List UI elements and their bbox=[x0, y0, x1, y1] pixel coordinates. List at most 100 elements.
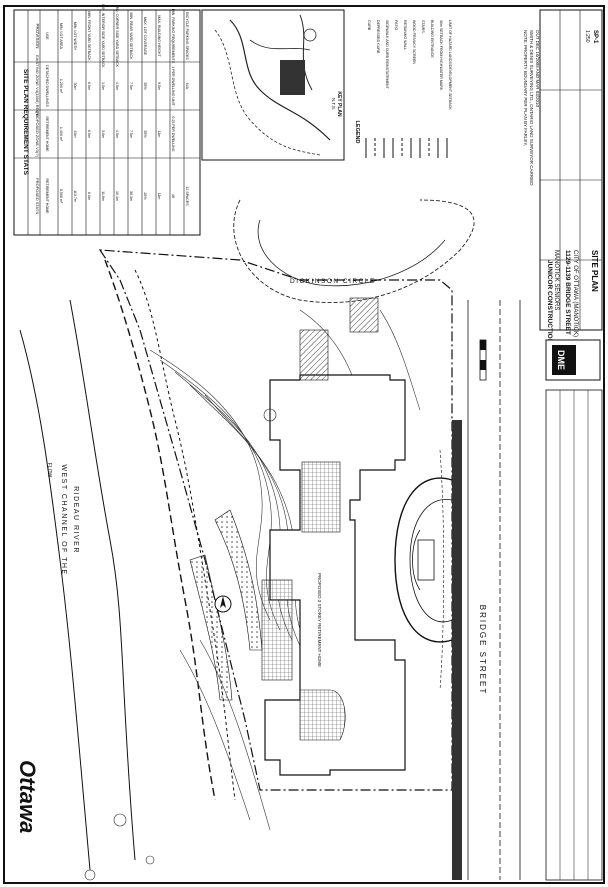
stats-cell: 7.5m bbox=[129, 130, 133, 138]
legend-item: BUILDING ENTRANCE bbox=[430, 20, 434, 58]
stats-table-rows: USE DETACHED DWELLINGS RETIREMENT HOME RETI… bbox=[45, 4, 189, 214]
street-label-dickinson: DICKINSON CIRCLE bbox=[290, 278, 376, 285]
key-plan-title: KEY PLAN bbox=[336, 91, 342, 117]
building-label: PROPOSED 3 STOREY RETIREMENT HOME bbox=[317, 573, 322, 667]
stats-cell: 8,508 m² bbox=[59, 189, 63, 204]
dickinson-circle: DICKINSON CIRCLE bbox=[233, 199, 475, 303]
stats-cell: MIN. LOT AREA bbox=[59, 23, 63, 50]
title-project: MANOTICK SENIORS bbox=[553, 250, 559, 310]
setback-lines bbox=[104, 259, 236, 801]
stats-cell: MIN. INTERIOR SIDE YARD SETBACK bbox=[101, 4, 105, 68]
legend-item: PATIO bbox=[394, 20, 398, 30]
title-drawing-title: SITE PLAN bbox=[590, 250, 599, 292]
city-logo-text: Ottawa bbox=[15, 760, 40, 833]
property-boundary bbox=[98, 249, 453, 791]
revision-block bbox=[545, 389, 603, 881]
street-label-bridge: BRIDGE STREET bbox=[478, 605, 487, 695]
stats-cell: 9.5m bbox=[157, 82, 161, 90]
bridge-street-lines bbox=[467, 300, 521, 880]
stats-cell: 3.0m bbox=[101, 130, 105, 138]
stats-cell: 0.25 PER DWELLING bbox=[171, 116, 175, 151]
stats-cell: MIN. LOT WIDTH bbox=[73, 22, 77, 51]
stats-cell: MIN. REAR YARD SETBACK bbox=[129, 13, 133, 61]
key-plan-scale: N.T.S. bbox=[331, 98, 336, 110]
legend-item: SIDEWALK AND CURB REINSTATEMENT bbox=[385, 20, 389, 90]
legend-item: WOOD PRIVACY SCREEN bbox=[412, 20, 416, 64]
stats-cell: DETACHED DWELLINGS bbox=[45, 65, 49, 107]
title-drawing-number: SP-1 bbox=[592, 30, 598, 44]
contours bbox=[149, 309, 421, 831]
stats-col-proposed-zone: PROPOSED ZONE V3(?) bbox=[35, 111, 40, 157]
stats-cell: 46 bbox=[171, 194, 175, 198]
note-line-3: OUT DEC 10/2009 AND MAR 03/2010 bbox=[535, 30, 540, 107]
firm-logo: DME bbox=[545, 339, 601, 381]
stats-cell: 26% bbox=[143, 192, 147, 200]
legend-item: LIMIT OF HAZARD LANDS/DEVELOPMENT SETBAC… bbox=[448, 20, 452, 110]
stats-cell: 1.5m bbox=[101, 82, 105, 90]
legend-item: CURB bbox=[367, 20, 371, 31]
key-plan: KEY PLAN N.T.S. bbox=[201, 9, 345, 161]
stats-cell: RETIREMENT HOME bbox=[45, 178, 49, 214]
north-arrow-icon bbox=[214, 595, 232, 613]
stats-cell: 35% bbox=[143, 82, 147, 90]
title-address: 1129-1139 BRIDGE STREET bbox=[564, 250, 571, 335]
stats-cell: MIN. CORNER SIDE YARD SETBACK bbox=[115, 5, 119, 68]
note-line-2: SMITH & DENIS SURVEYING LTD., ONTARIO LA… bbox=[529, 30, 534, 186]
legend: LEGEND CURB DEPRESSED CURB SIDEWALK AND CU… bbox=[346, 10, 466, 180]
stats-cell: 1 PER DWELLING UNIT bbox=[171, 66, 175, 106]
legend-title: LEGEND bbox=[354, 121, 360, 144]
stats-cell: 11m bbox=[157, 131, 161, 138]
stats-table: SITE PLAN REQUIREMENT STATS PROVISION EX… bbox=[13, 4, 201, 236]
stats-cell: 1,400 m² bbox=[59, 127, 63, 142]
legend-item: 30m SETBACK FROM HIGHWATER MARK bbox=[439, 20, 443, 91]
stats-cell: 11m bbox=[157, 193, 161, 200]
stats-cell: 6.0m bbox=[87, 130, 91, 138]
stats-col-existing: EXISTING ZONE V4(1596) REQ'D bbox=[35, 55, 40, 117]
stats-cell: 4.5m bbox=[115, 82, 119, 90]
stats-cell: MAX. LOT COVERAGE bbox=[143, 17, 147, 56]
stats-cell: 45m bbox=[73, 131, 77, 138]
river-label-2: RIDEAU RIVER bbox=[72, 486, 79, 554]
stats-table-title: SITE PLAN REQUIREMENT STATS bbox=[22, 69, 29, 176]
stats-cell: 4.5m bbox=[115, 130, 119, 138]
stats-cell: BICYCLE PARKING SPACES bbox=[185, 12, 189, 60]
legend-item: STAIRS bbox=[421, 20, 425, 33]
stats-col-proposed-stats: PROPOSED STATS bbox=[35, 178, 40, 214]
stats-cell: 12 SPACES bbox=[185, 186, 189, 206]
title-city: CITY OF OTTAWA (MANOTICK) bbox=[572, 250, 578, 337]
stats-cell: MIN. PARKING REQUIREMENTS bbox=[171, 9, 175, 64]
legend-item: DEPRESSED CURB bbox=[376, 20, 380, 54]
stats-cell: 6.0m bbox=[87, 192, 91, 200]
stats-cell: RETIREMENT HOME bbox=[45, 116, 49, 152]
title-block: JUNICOR CONSTRUCTION INC. MANOTICK SENIO… bbox=[539, 9, 603, 358]
sheet-border bbox=[3, 5, 605, 884]
river-channel: WEST CHANNEL OF THE RIDEAU RIVER FLOW bbox=[19, 299, 136, 871]
stats-cell: USE bbox=[45, 32, 49, 40]
stats-cell: MAX. BUILDING HEIGHT bbox=[157, 15, 161, 57]
stats-cell: 1,200 m² bbox=[59, 79, 63, 94]
building-footprint: PROPOSED 3 STOREY RETIREMENT HOME bbox=[261, 374, 406, 776]
stats-cell: 30m bbox=[73, 83, 77, 90]
title-scale: 1:250 bbox=[584, 30, 590, 43]
stats-cell: 35% bbox=[143, 130, 147, 138]
trees bbox=[84, 408, 277, 881]
stats-cell: 10.4m bbox=[115, 191, 119, 201]
patios bbox=[189, 297, 379, 701]
river-label-1: WEST CHANNEL OF THE bbox=[60, 464, 67, 575]
stats-cell: 11.6m bbox=[101, 191, 105, 201]
stats-cell: N/A bbox=[185, 83, 189, 90]
firm-logo-text: DME bbox=[556, 350, 566, 370]
stats-cell: 7.5m bbox=[129, 82, 133, 90]
stats-cell: 6.0m bbox=[87, 82, 91, 90]
stats-cell: MIN. FRONT YARD SETBACK bbox=[87, 11, 91, 61]
note-line-1: NOTE: PROPERTY BOUNDARY PER PLAN BY FARL… bbox=[523, 30, 528, 146]
stats-cell: 113.7m bbox=[73, 190, 77, 202]
stats-cell: 38.3m bbox=[129, 191, 133, 201]
legend-item: RETAINING WALL bbox=[403, 20, 407, 50]
city-logo: Ottawa bbox=[15, 760, 40, 833]
notes: NOTE: PROPERTY BOUNDARY PER PLAN BY FARL… bbox=[523, 30, 540, 186]
bridge-street-dropoff bbox=[394, 420, 462, 880]
scale-bar bbox=[479, 339, 487, 381]
stats-col-provision: PROVISION bbox=[35, 23, 40, 48]
